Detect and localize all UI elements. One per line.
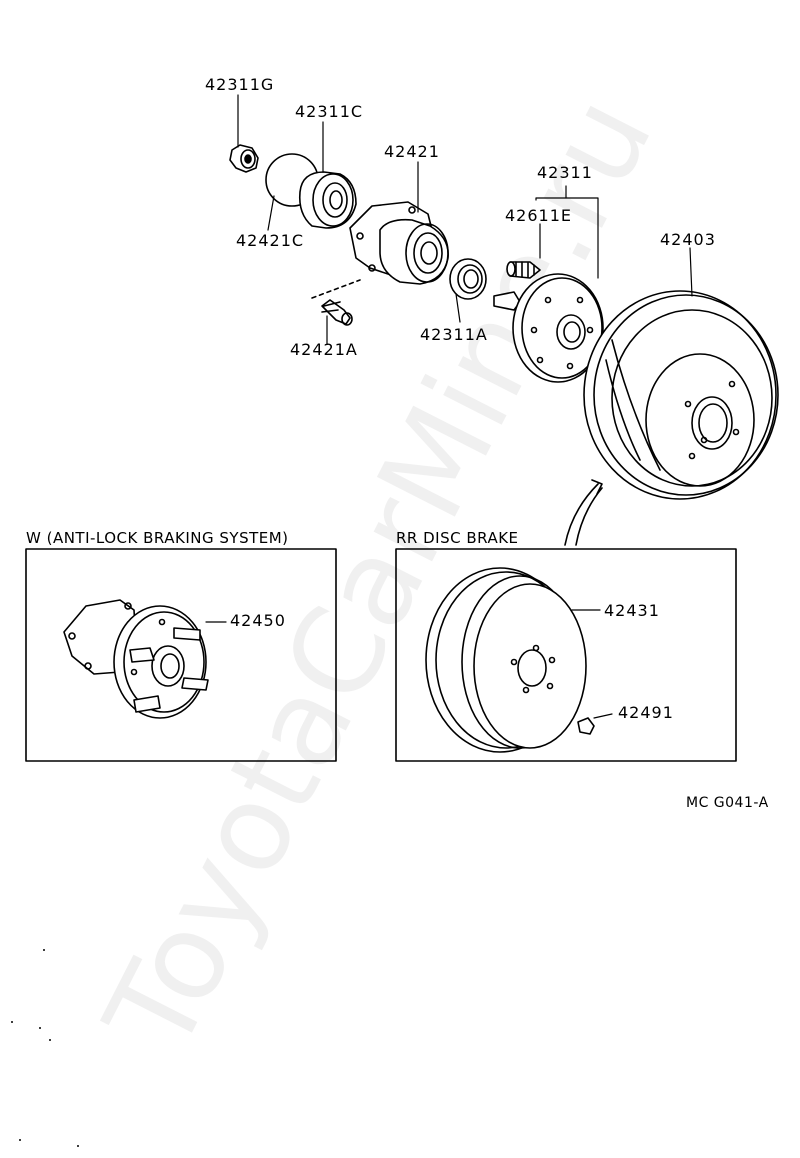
label-42450: 42450 [230, 611, 286, 630]
label-42311G: 42311G [205, 75, 275, 94]
label-42421C: 42421C [236, 231, 305, 250]
scan-specks [11, 949, 79, 1147]
abs-panel-frame [25, 548, 337, 762]
figure-code: MC G041-A [686, 795, 769, 811]
part-42431-drawing [425, 567, 601, 753]
part-42450-drawing [63, 599, 227, 719]
label-42421A: 42421A [290, 340, 358, 359]
abs-panel-title: W (ANTI-LOCK BRAKING SYSTEM) [26, 529, 289, 547]
label-42611E: 42611E [505, 206, 573, 225]
part-42421-drawing [349, 201, 449, 285]
leader-lines [237, 94, 693, 345]
part-42311A-drawing [449, 258, 487, 300]
part-42421A-drawing [311, 279, 361, 326]
label-42421: 42421 [384, 142, 440, 161]
label-42311: 42311 [537, 163, 593, 182]
label-42311A: 42311A [420, 325, 488, 344]
part-42611E-drawing [506, 261, 541, 279]
part-42311G-drawing [229, 144, 259, 173]
label-42311C: 42311C [295, 102, 364, 121]
label-42403: 42403 [660, 230, 716, 249]
part-42491-drawing [577, 713, 613, 735]
part-42403-drawing [583, 290, 779, 500]
pointer-arrow [564, 479, 603, 546]
label-42431: 42431 [604, 601, 660, 620]
part-42311-drawing [493, 273, 604, 383]
part-42311C-drawing [298, 171, 357, 229]
disc-panel-frame [395, 548, 737, 762]
disc-panel-title: RR DISC BRAKE [396, 529, 519, 547]
label-42491: 42491 [618, 703, 674, 722]
